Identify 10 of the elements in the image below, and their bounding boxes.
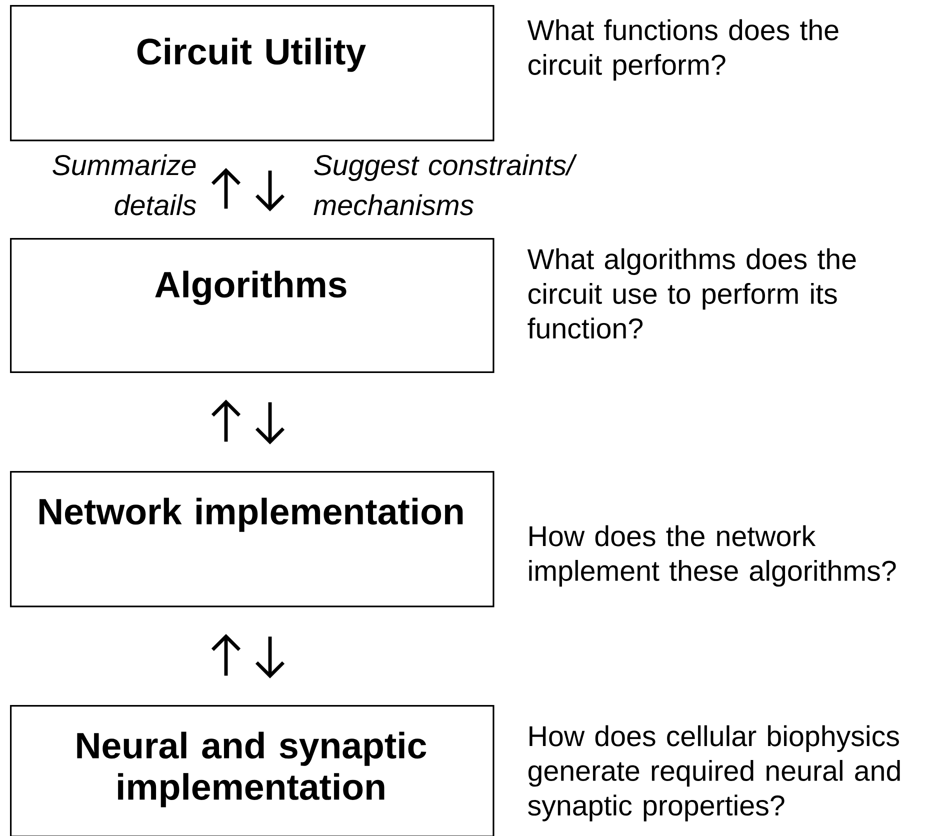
level-box: Neural and synaptic implementation — [10, 705, 494, 836]
question-text: What algorithms does the circuit use to perform its function? — [527, 248, 856, 339]
edge-label: Summarize details — [52, 154, 196, 216]
level-box: Circuit Utility — [10, 5, 494, 142]
question-text: How does cellular biophysics generate required neural and synaptic properties? — [528, 725, 900, 822]
edge-label: Suggest constraints/ mechanisms — [314, 154, 578, 216]
level-box: Network implementation — [10, 471, 494, 608]
level-box: Algorithms — [10, 238, 494, 373]
question-text: What functions does the circuit perform? — [527, 19, 838, 81]
question-text: How does the network implement these algorithms? — [529, 525, 896, 587]
